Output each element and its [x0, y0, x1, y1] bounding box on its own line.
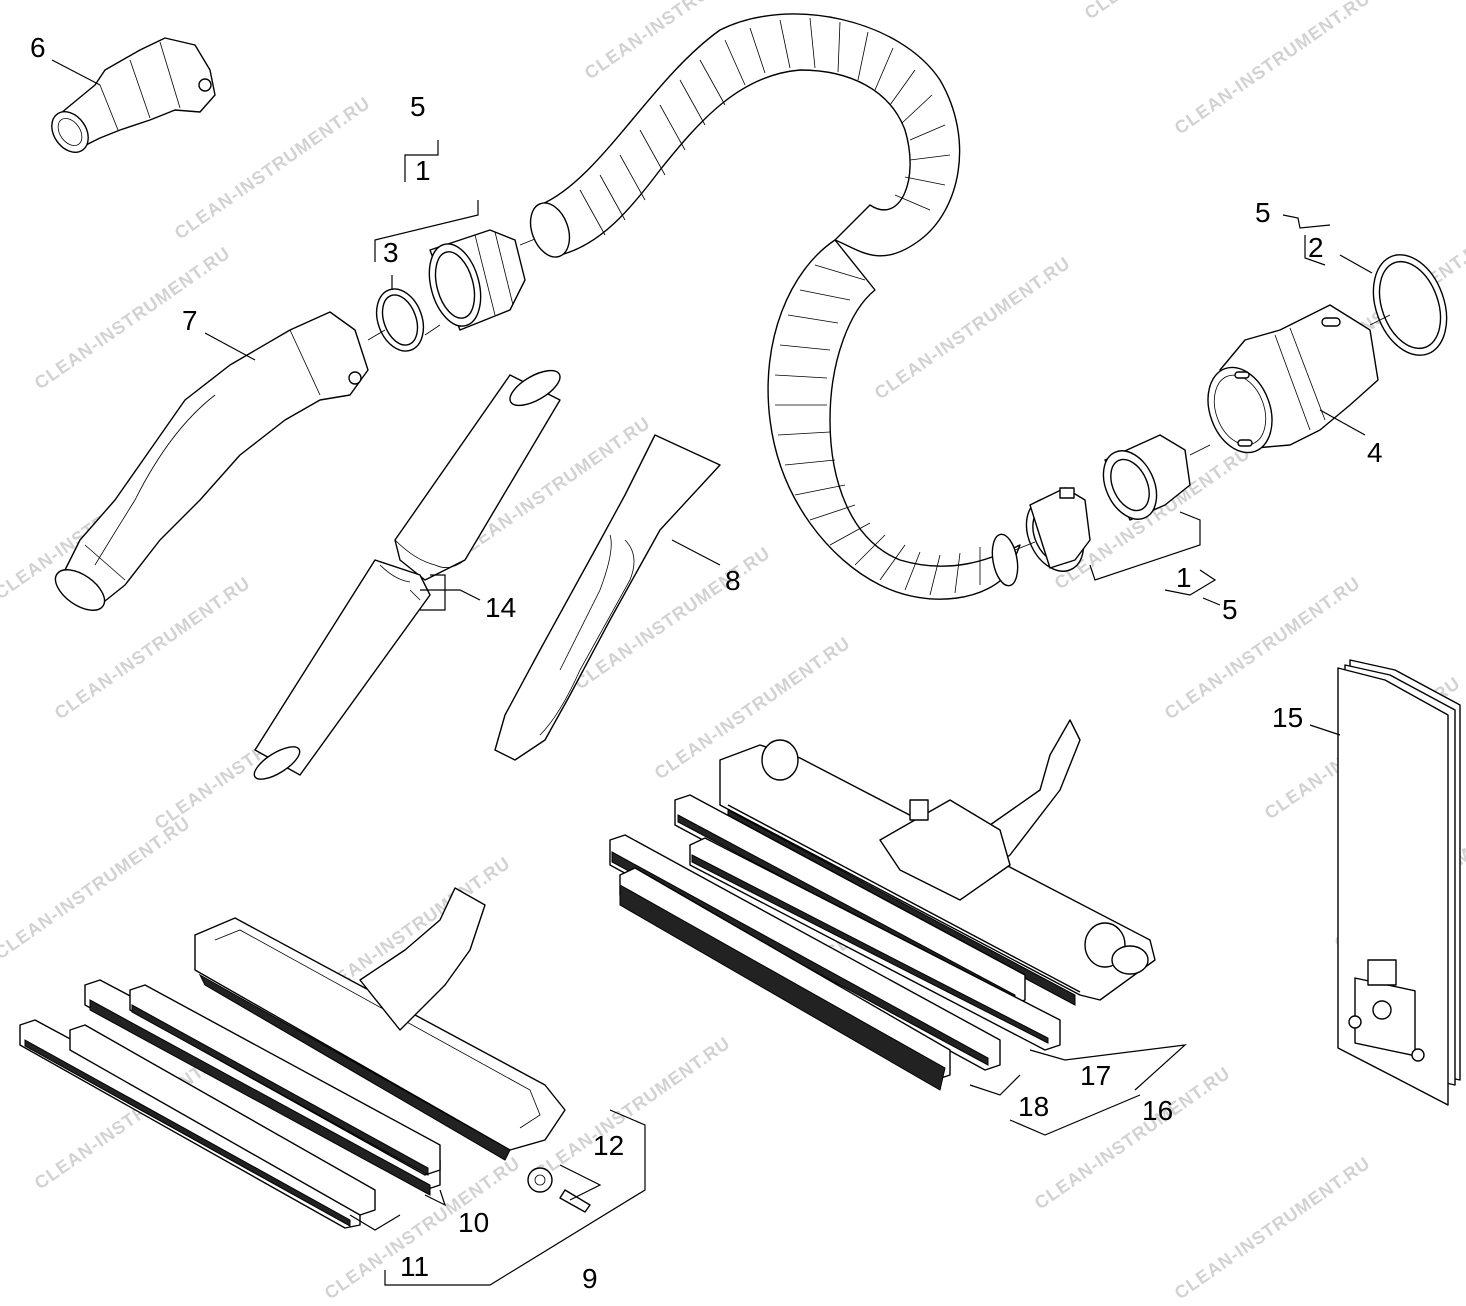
bracket-9-10-11-12 — [349, 1109, 646, 1286]
part-17-strips — [674, 794, 1061, 1051]
watermark: CLEAN-INSTRUMENT.RU — [1171, 1153, 1374, 1304]
part-6-adapter — [51, 37, 216, 153]
watermark: CLEAN-INSTRUMENT.RU — [171, 93, 374, 244]
label-10: 10 — [458, 1207, 489, 1238]
hose-ribbing — [579, 17, 981, 596]
part-3-ring — [375, 275, 425, 352]
connector-line — [1014, 541, 1036, 551]
leader-6 — [51, 59, 101, 86]
label-5: 5 — [1255, 197, 1271, 228]
connector-line — [367, 329, 386, 341]
part-1-coupling-right — [1025, 434, 1191, 572]
part-4-inlet — [1207, 304, 1379, 454]
watermark: CLEAN-INSTRUMENT.RU — [1161, 573, 1364, 724]
label-1: 1 — [415, 155, 431, 186]
label-16: 16 — [1142, 1095, 1173, 1126]
leader-15 — [1309, 724, 1341, 736]
watermark: CLEAN-INSTRUMENT.RU — [31, 243, 234, 394]
connector-line — [1369, 314, 1391, 326]
watermark: CLEAN-INSTRUMENT.RU — [871, 253, 1074, 404]
label-9: 9 — [582, 1263, 598, 1294]
label-7: 7 — [182, 305, 198, 336]
part-10-brush-strips — [84, 979, 441, 1196]
connector-line — [1189, 444, 1211, 456]
part-2-seal — [1372, 254, 1448, 356]
label-15: 15 — [1272, 702, 1303, 733]
watermark: CLEAN-INSTRUMENT.RU — [0, 813, 194, 964]
watermark: CLEAN-INSTRUMENT.RU — [1031, 1063, 1234, 1214]
connector-line — [424, 324, 441, 336]
part-11-strips — [19, 1019, 376, 1229]
label-3: 3 — [383, 237, 399, 268]
bracket-1-5-top — [374, 140, 479, 262]
part-18-brush-strips — [609, 834, 1001, 1091]
bracket-14 — [420, 574, 481, 611]
leader-8 — [671, 539, 721, 566]
part-7-handle — [54, 311, 369, 611]
label-18: 18 — [1018, 1091, 1049, 1122]
leader-4 — [1319, 409, 1366, 436]
label-12: 12 — [593, 1130, 624, 1161]
label-14: 14 — [485, 592, 516, 623]
bracket-2-5-right — [1282, 214, 1373, 274]
bracket-16-17-18 — [969, 1044, 1187, 1136]
label-2: 2 — [1308, 232, 1324, 263]
watermark: CLEAN-INSTRUMENT.RU — [1171, 0, 1374, 138]
part-9-floor-nozzle — [194, 887, 591, 1213]
label-5: 5 — [1222, 594, 1238, 625]
label-4: 4 — [1367, 437, 1383, 468]
part-15-filter-bag — [1337, 659, 1461, 1106]
label-17: 17 — [1080, 1060, 1111, 1091]
leader-7 — [204, 332, 256, 361]
part-labels: 6 5 1 3 7 14 8 5 2 4 1 5 15 17 18 16 12 … — [30, 32, 1383, 1294]
label-11: 11 — [400, 1251, 429, 1282]
part-14-tubes — [253, 369, 561, 780]
bracket-1-5-bottom — [1089, 511, 1221, 606]
label-8: 8 — [725, 565, 741, 596]
part-1-coupling-left — [428, 229, 526, 331]
part-8-crevice — [494, 434, 721, 761]
watermark: CLEAN-INSTRUMENT.RU — [1081, 0, 1284, 23]
part-hose — [529, 13, 1021, 600]
label-1: 1 — [1176, 562, 1192, 593]
label-6: 6 — [30, 32, 46, 63]
label-5: 5 — [410, 91, 426, 122]
